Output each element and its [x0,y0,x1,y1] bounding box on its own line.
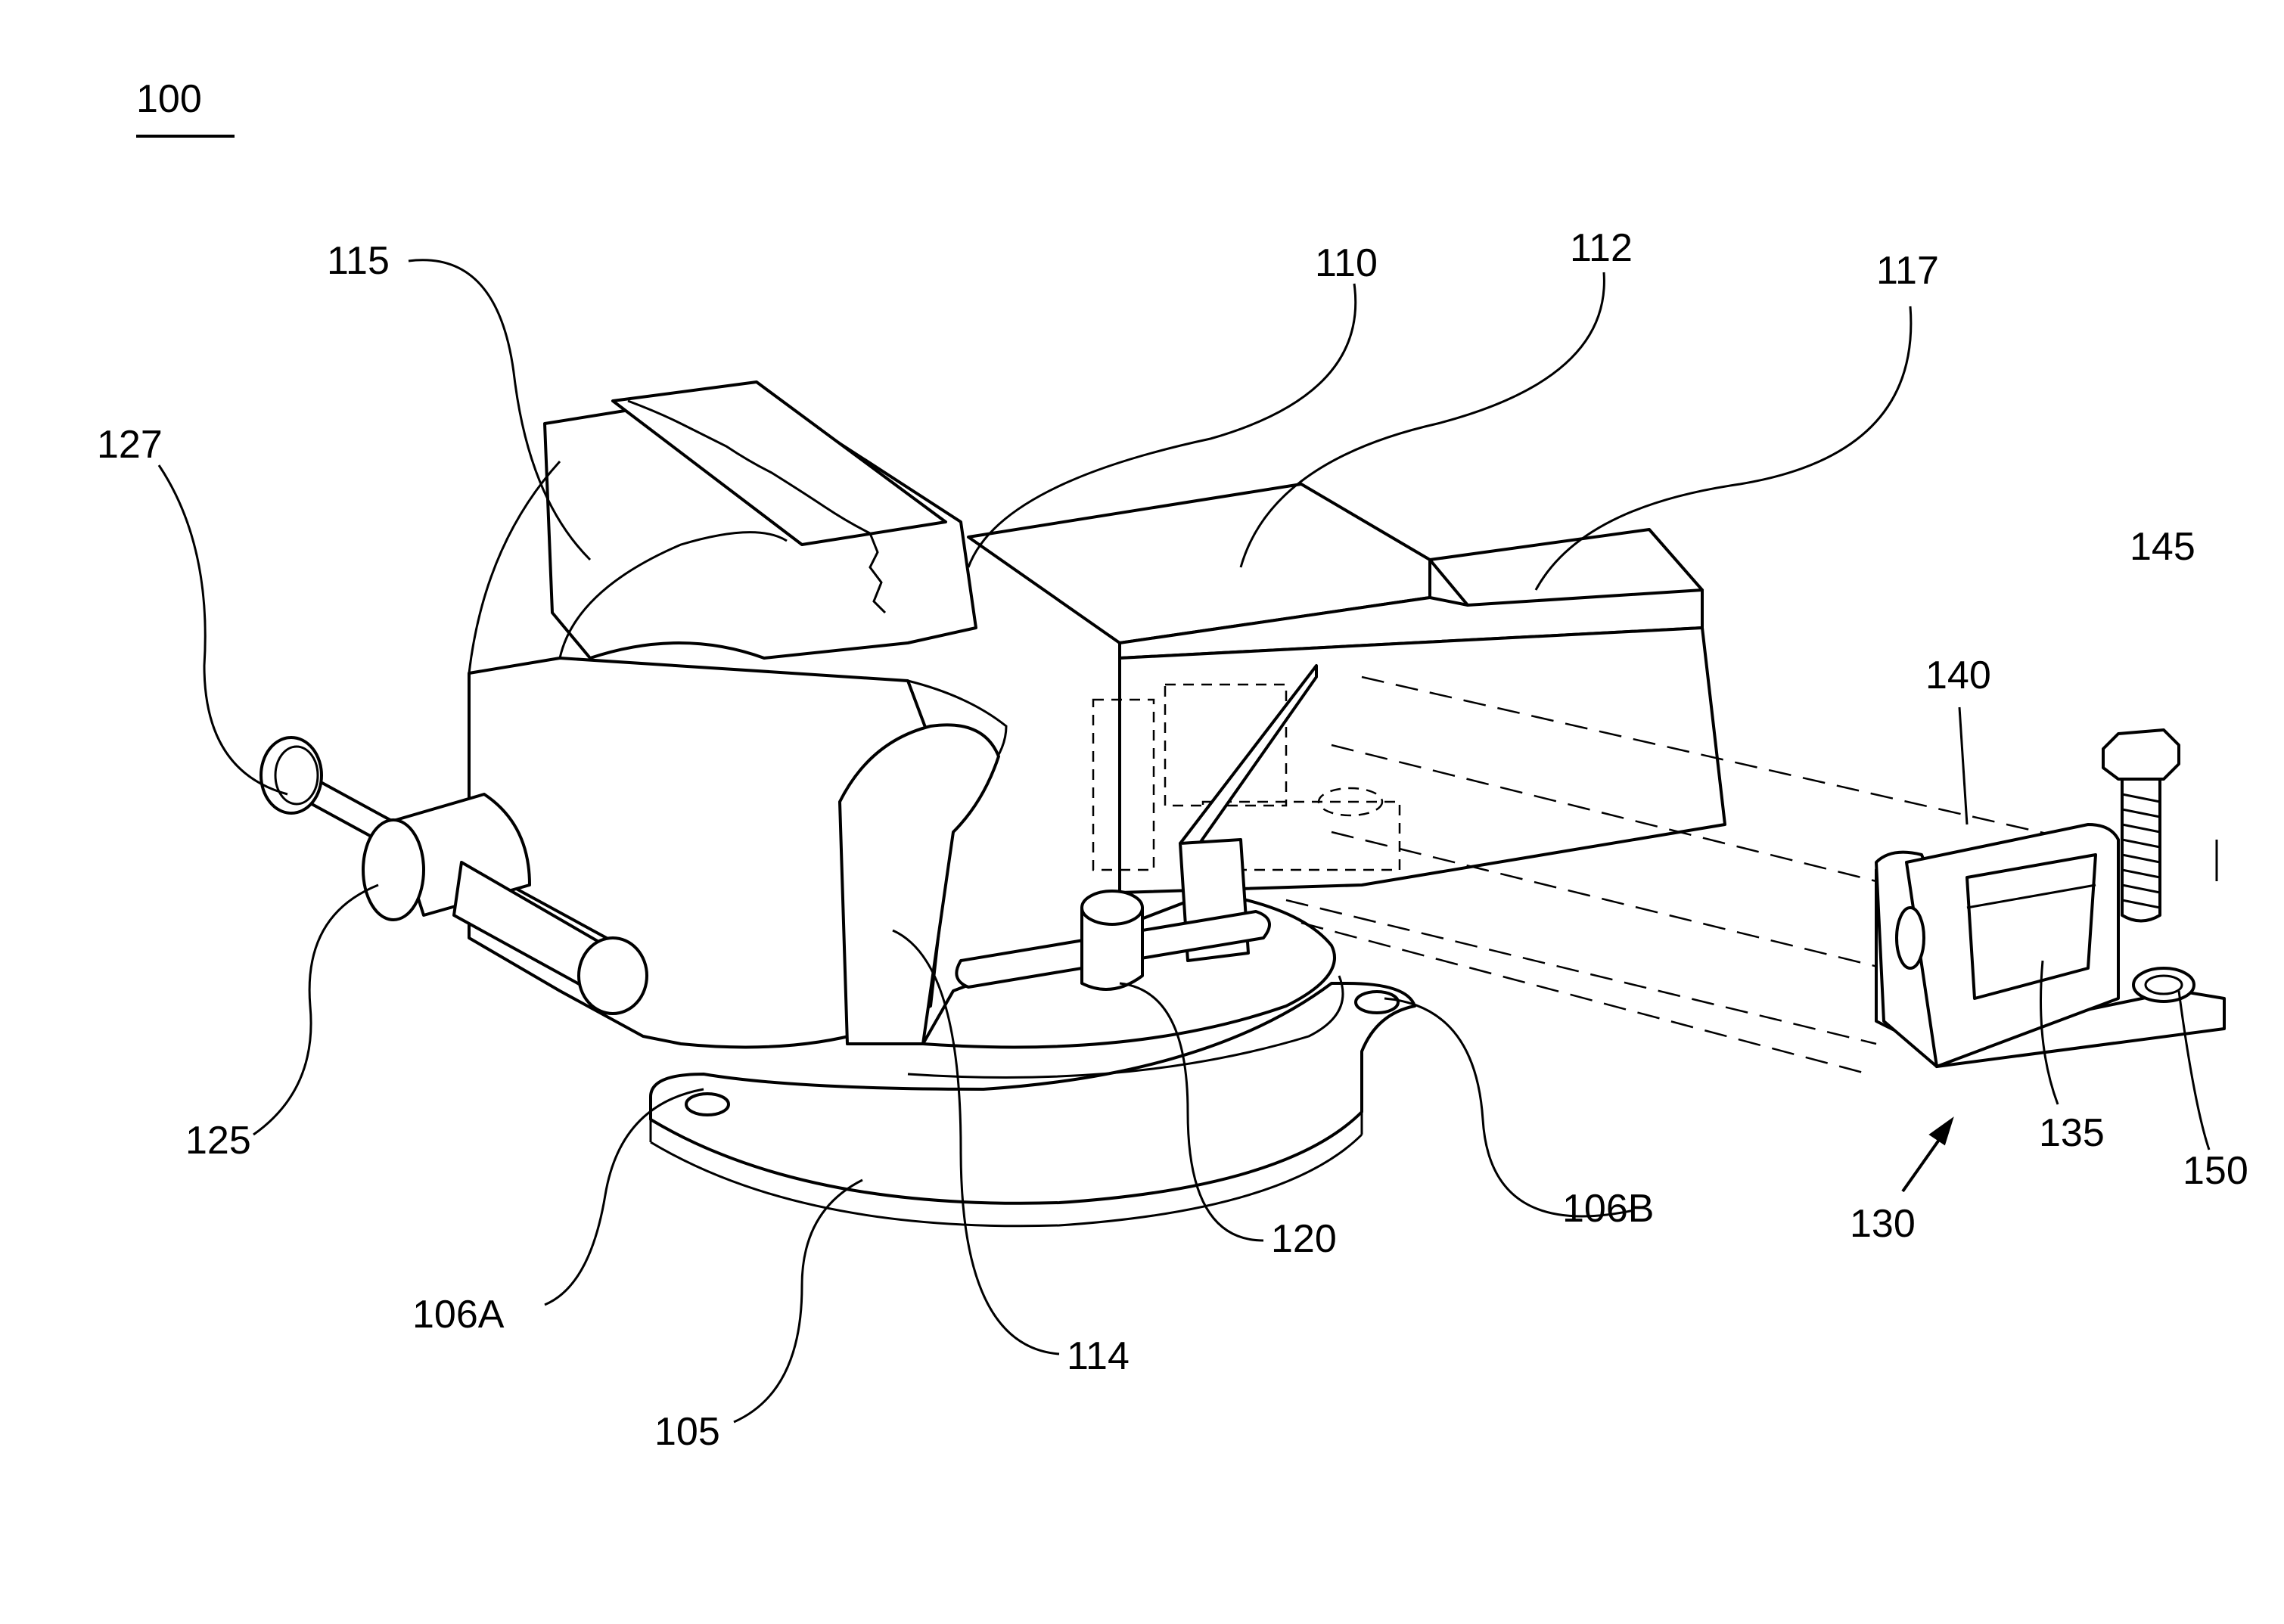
figure-number: 100 [136,77,202,121]
label-115: 115 [327,239,390,283]
label-120: 120 [1271,1217,1337,1261]
label-106A: 106A [412,1293,505,1337]
label-114: 114 [1067,1334,1130,1378]
label-110: 110 [1315,241,1378,285]
label-125: 125 [185,1119,251,1163]
label-140: 140 [1925,654,1991,697]
label-135: 135 [2039,1111,2105,1155]
label-130: 130 [1850,1202,1916,1246]
label-127: 127 [97,423,163,467]
label-106B: 106B [1562,1187,1654,1231]
label-105: 105 [654,1410,720,1454]
label-150: 150 [2183,1149,2248,1193]
label-117: 117 [1876,249,1939,293]
mount-hole-106A [686,1094,729,1115]
mount-hole-106B [1356,992,1398,1013]
label-112: 112 [1570,226,1633,270]
label-145: 145 [2130,525,2195,569]
